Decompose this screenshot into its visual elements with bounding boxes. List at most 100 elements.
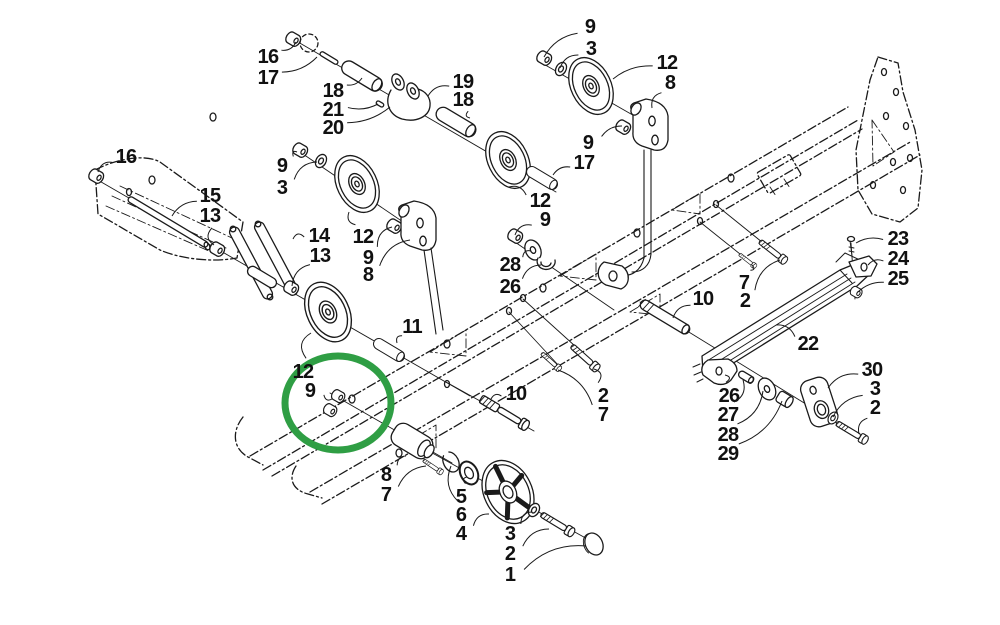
callout-12: 12 <box>530 190 551 212</box>
idler-wheel-top <box>534 48 634 137</box>
callout-27: 27 <box>718 404 739 426</box>
callout-9: 9 <box>277 155 288 177</box>
callout-15: 15 <box>200 185 221 207</box>
shaft-assembly-top <box>283 29 480 140</box>
leader-line-19 <box>427 85 450 97</box>
rail-front-left-holes <box>125 112 217 197</box>
leader-line-24 <box>867 259 884 266</box>
callout-18: 18 <box>453 89 474 111</box>
spoked-wheel-4 <box>481 459 604 556</box>
callout-17: 17 <box>258 67 279 89</box>
leader-line-4 <box>472 513 490 526</box>
leader-line-28 <box>522 250 532 258</box>
center-fasteners <box>478 237 790 431</box>
leader-line-15 <box>171 200 197 217</box>
leader-line-12 <box>301 332 312 359</box>
rail-near-holes <box>348 173 735 404</box>
idler-wheel-mid <box>476 123 561 270</box>
callout-28: 28 <box>500 254 521 276</box>
leader-line-20 <box>347 106 391 124</box>
callout-8: 8 <box>363 264 374 286</box>
clevis-bracket-19 <box>387 73 431 121</box>
callout-2: 2 <box>598 385 609 407</box>
mount-hardware-23-24-25 <box>846 235 878 300</box>
callout-3: 3 <box>277 177 288 199</box>
callout-7: 7 <box>381 484 392 506</box>
callout-14: 14 <box>309 225 331 247</box>
callout-10: 10 <box>693 288 714 310</box>
leader-line-8 <box>396 455 407 466</box>
callout-16: 16 <box>116 146 137 168</box>
callout-30: 30 <box>862 359 883 381</box>
callout-11: 11 <box>402 316 422 338</box>
leader-line-18 <box>346 77 363 86</box>
leader-line-21 <box>347 103 379 110</box>
callout-25: 25 <box>888 268 909 290</box>
callout-1: 1 <box>505 564 516 586</box>
callout-3: 3 <box>870 378 881 400</box>
callout-9: 9 <box>583 132 594 154</box>
leader-line-13 <box>291 264 311 287</box>
leader-line-9 <box>543 32 578 58</box>
leader-line-16 <box>281 41 297 51</box>
axle-bracket-top-right <box>597 98 669 290</box>
leader-line-23 <box>855 237 884 244</box>
callout-7: 7 <box>598 404 609 426</box>
leader-line-30 <box>827 373 859 389</box>
callout-2: 2 <box>870 397 881 419</box>
leader-line-11 <box>396 335 403 344</box>
callout-22: 22 <box>798 333 819 355</box>
callout-12: 12 <box>353 226 374 248</box>
callout-20: 20 <box>323 117 344 139</box>
rail-far-band <box>291 140 921 505</box>
leader-line-12 <box>347 211 356 226</box>
leader-line-16 <box>97 161 114 173</box>
leader-line-12 <box>612 65 653 80</box>
leader-line-5 <box>462 476 468 484</box>
leader-line-17 <box>552 166 571 176</box>
leader-line-9 <box>601 125 623 137</box>
leader-line-18 <box>465 110 471 119</box>
leader-line-2 <box>858 417 868 435</box>
leader-line-25 <box>857 281 884 293</box>
callout-24: 24 <box>888 248 910 270</box>
leader-line-7 <box>557 369 593 406</box>
leader-line-9 <box>376 226 393 247</box>
rear-bracket-plate <box>855 56 923 223</box>
callout-13: 13 <box>310 245 331 267</box>
callout-8: 8 <box>381 464 392 486</box>
callout-28: 28 <box>718 424 739 446</box>
leader-line-2 <box>593 368 602 384</box>
callout-9: 9 <box>305 380 316 402</box>
front-arm-assembly <box>86 166 302 301</box>
rear-bracket-holes <box>869 67 914 195</box>
leader-line-17 <box>281 56 318 73</box>
axle-housing-bottom <box>390 422 480 486</box>
leader-line-2 <box>522 528 550 547</box>
leader-line-2 <box>754 259 781 291</box>
callout-21: 21 <box>323 99 344 121</box>
callout-13: 13 <box>200 205 221 227</box>
rear-mount-group <box>692 358 871 446</box>
callout-5: 5 <box>456 486 467 508</box>
leader-line-12 <box>508 185 527 196</box>
leader-line-26 <box>724 374 730 383</box>
leader-line-29 <box>738 400 783 445</box>
leader-line-1 <box>523 545 587 570</box>
callout-12: 12 <box>293 361 314 383</box>
leader-line-8 <box>651 92 662 109</box>
leader-line-3 <box>293 161 318 180</box>
callout-9: 9 <box>585 16 596 38</box>
leader-line-7 <box>397 465 427 487</box>
callout-7: 7 <box>739 272 750 294</box>
highlight-ellipse <box>281 352 395 454</box>
idler-wheel-left <box>290 140 405 236</box>
callout-16: 16 <box>258 46 279 68</box>
leader-line-7 <box>750 264 755 271</box>
callout-29: 29 <box>718 443 739 465</box>
callout-3: 3 <box>586 38 597 60</box>
callout-19: 19 <box>453 71 474 93</box>
leader-line-10 <box>672 304 691 319</box>
